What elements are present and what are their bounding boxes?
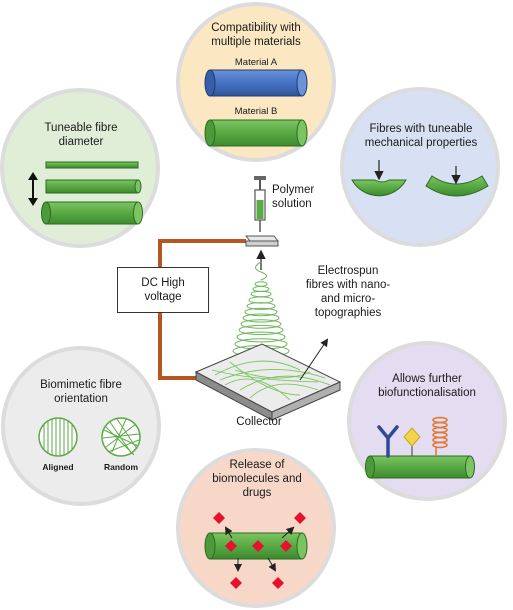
collector-label: Collector	[236, 416, 282, 428]
bowl-fibre-shape	[351, 179, 407, 197]
thin-fibre	[45, 161, 139, 169]
material-a-fibre	[204, 69, 308, 97]
electrospun-pointer	[299, 338, 329, 381]
diameter-title: Tuneable fibre diameter	[44, 122, 118, 148]
material-a-label: Material A	[234, 57, 278, 68]
circle-release	[176, 448, 336, 608]
orientation-title: Biomimetic fibre orientation	[40, 379, 122, 405]
medium-fibre	[45, 179, 142, 194]
fibre-spiral	[232, 261, 290, 357]
diamond-icon	[403, 427, 421, 456]
random-fibres	[101, 417, 141, 457]
circle-biofunctionalisation	[347, 341, 507, 501]
circle-diameter	[0, 88, 160, 248]
drug-particle-icon	[213, 512, 306, 589]
material-b-fibre	[204, 119, 308, 147]
syringe-icon	[254, 176, 266, 232]
antibody-icon	[377, 425, 399, 458]
mechanical-title: Fibres with tuneable mechanical properti…	[364, 123, 478, 149]
thick-fibre	[41, 201, 143, 225]
biofunctionalisation-title: Allows further biofunctionalisation	[378, 373, 476, 399]
release-title: Release of biomolecules and drugs	[212, 459, 302, 499]
double-arrow-icon	[28, 172, 38, 206]
nozzle-plate	[244, 235, 280, 247]
collected-fibre-mat	[211, 360, 331, 401]
aligned-label: Aligned	[42, 462, 74, 472]
release-arrows	[224, 526, 295, 572]
collector-plate	[194, 343, 342, 421]
electrospun-label: Electrospun fibres with nano- and micro-…	[305, 265, 391, 319]
circle-compatibility	[176, 2, 336, 162]
material-b-label: Material B	[234, 106, 278, 117]
functionalised-fibre	[365, 455, 475, 479]
aligned-fibres	[38, 417, 78, 457]
bent-fibre-shape	[425, 175, 489, 197]
random-label: Random	[104, 462, 138, 472]
polymer-solution-label: Polymer solution	[272, 184, 315, 210]
dc-voltage-label: DC High voltage	[141, 277, 185, 303]
spring-icon	[432, 416, 448, 456]
dc-voltage-box: DC High voltage	[117, 267, 209, 313]
circle-orientation	[1, 346, 161, 506]
compatibility-title: Compatibility with multiple materials	[211, 22, 301, 48]
circle-mechanical	[340, 87, 500, 247]
